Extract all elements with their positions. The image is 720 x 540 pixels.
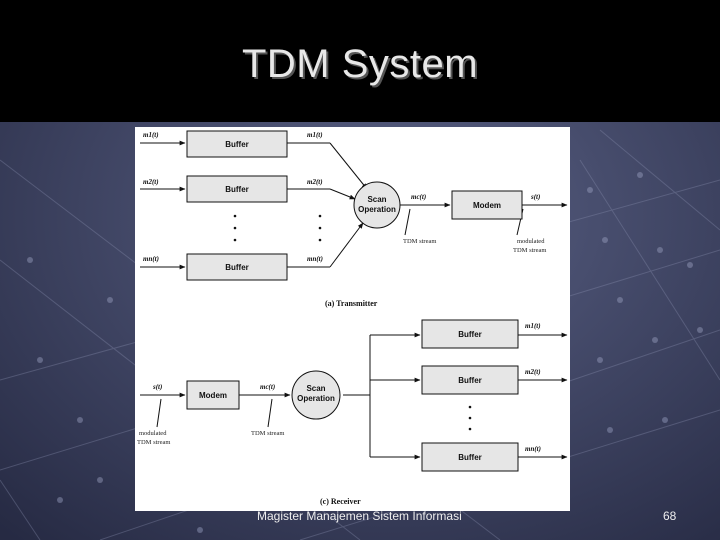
tx-buffer-2: Buffer <box>186 175 288 203</box>
tx-input-label-2: m2(t) <box>143 178 159 186</box>
title-bar <box>0 0 720 122</box>
tx-output-signal: s(t) <box>530 193 540 201</box>
svg-text:Operation: Operation <box>358 205 396 214</box>
rx-scan-operation: Scan Operation <box>291 370 341 420</box>
rx-buffer-n: Buffer <box>421 442 519 472</box>
page-number: 68 <box>663 509 677 523</box>
rx-stream-signal: mc(t) <box>260 383 275 391</box>
tx-input-label-1: m1(t) <box>143 131 159 139</box>
rx-buffer-1: Buffer <box>421 319 519 349</box>
svg-text:Modem: Modem <box>199 391 227 400</box>
tx-caption: (a) Transmitter <box>325 299 378 308</box>
svg-text:Buffer: Buffer <box>225 140 249 149</box>
rx-ellipsis <box>468 405 472 431</box>
rx-caption: (c) Receiver <box>320 497 361 506</box>
tx-buffer-n: Buffer <box>186 253 288 281</box>
svg-text:Scan: Scan <box>367 195 386 204</box>
svg-text:Buffer: Buffer <box>458 330 482 339</box>
tx-buffer-output-2: m2(t) <box>307 178 323 186</box>
rx-output-label-2: m2(t) <box>525 368 541 376</box>
rx-output-label-1: m1(t) <box>525 322 541 330</box>
rx-stream-caption: TDM stream <box>251 430 284 437</box>
rx-input-caption-1: modulated <box>139 430 167 437</box>
svg-text:Buffer: Buffer <box>225 263 249 272</box>
rx-buffer-2: Buffer <box>421 365 519 395</box>
rx-input-caption-2: TDM stream <box>137 439 170 446</box>
tx-stream-signal: mc(t) <box>411 193 426 201</box>
tx-buffer-1: Buffer <box>186 130 288 158</box>
svg-text:Operation: Operation <box>297 394 335 403</box>
rx-modem: Modem <box>186 380 240 410</box>
tx-ellipsis <box>233 214 322 242</box>
slide-title: TDM System <box>241 42 479 86</box>
tx-stream-caption: TDM stream <box>403 238 436 245</box>
tx-modem: Modem <box>451 190 523 220</box>
tdm-diagram: Buffer Buffer Buffer m1(t) m2(t) mn(t) m… <box>135 127 570 511</box>
footer-text: Magister Manajemen Sistem Informasi <box>257 509 462 523</box>
svg-text:Buffer: Buffer <box>225 185 249 194</box>
svg-text:Buffer: Buffer <box>458 376 482 385</box>
tx-output-caption-1: modulated <box>517 238 545 245</box>
tx-scan-operation: Scan Operation <box>353 181 401 229</box>
tx-input-label-n: mn(t) <box>143 255 159 263</box>
svg-text:Scan: Scan <box>306 384 325 393</box>
tx-buffer-output-n: mn(t) <box>307 255 323 263</box>
tx-buffer-output-1: m1(t) <box>307 131 323 139</box>
tx-output-caption-2: TDM stream <box>513 247 546 254</box>
svg-text:Buffer: Buffer <box>458 453 482 462</box>
rx-output-label-n: mn(t) <box>525 445 541 453</box>
rx-input-signal: s(t) <box>152 383 162 391</box>
svg-text:Modem: Modem <box>473 201 501 210</box>
